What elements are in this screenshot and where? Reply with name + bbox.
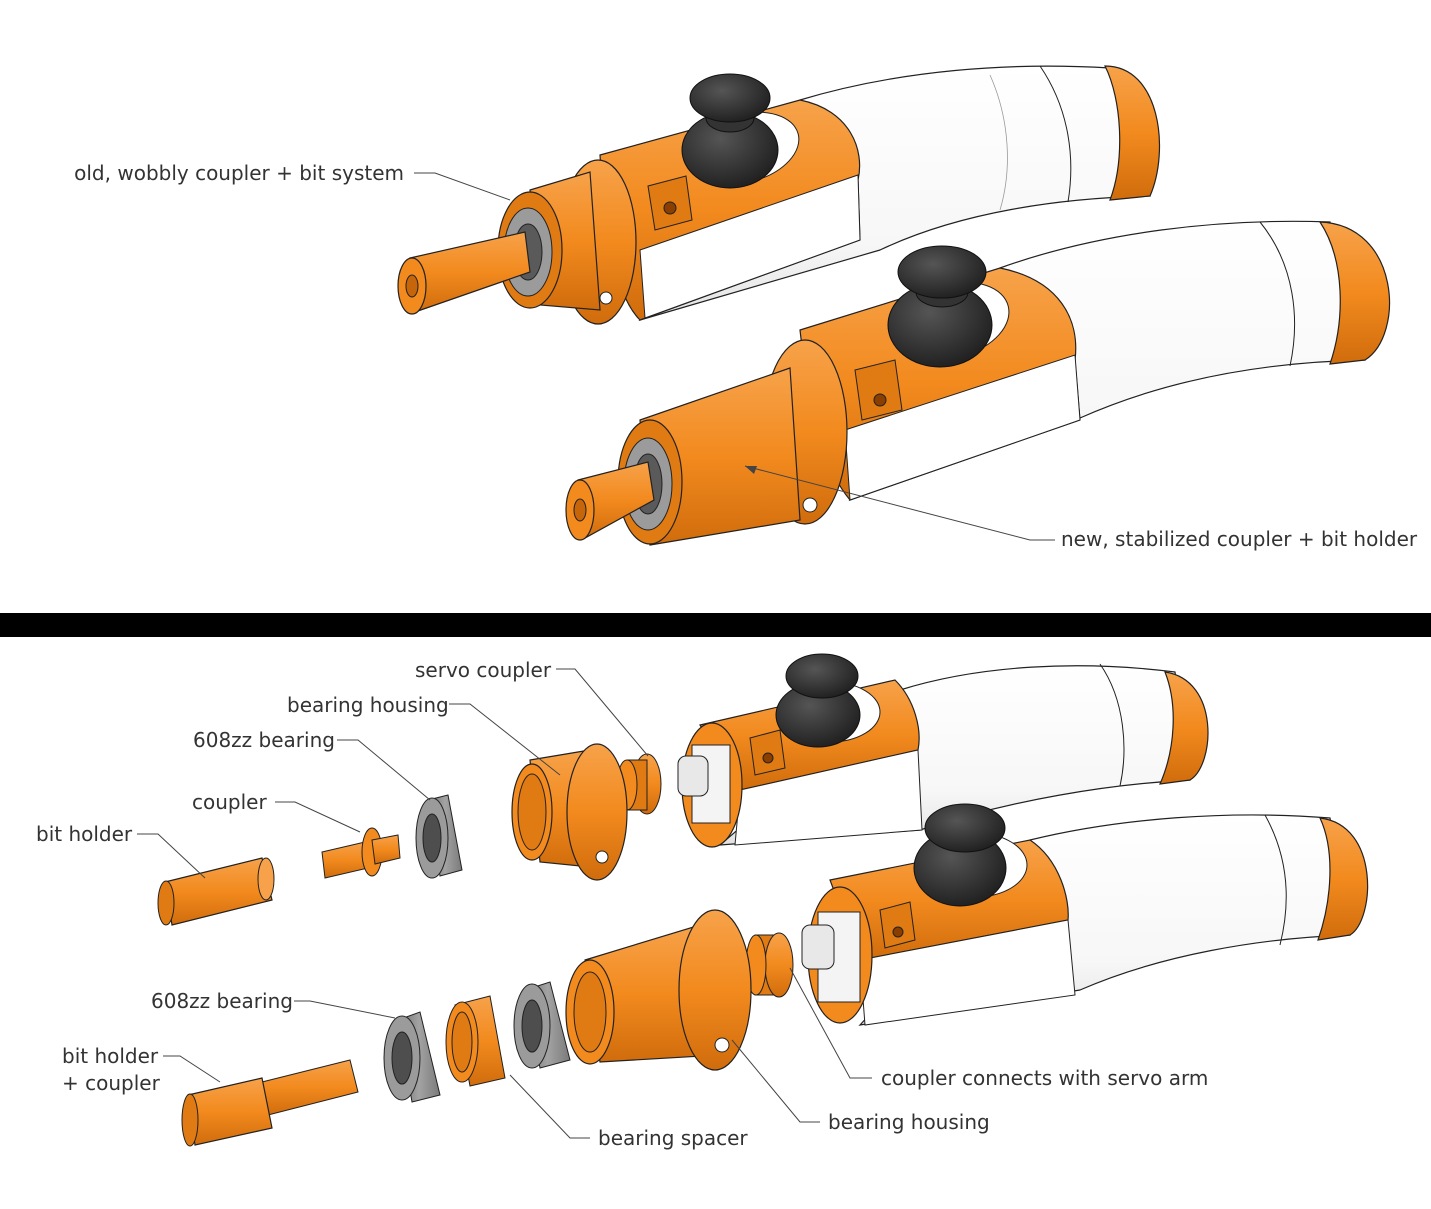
lower-row-parts <box>181 909 794 1147</box>
label-bearing-housing-upper: bearing housing <box>287 693 449 717</box>
upper-exploded-body <box>677 653 1209 848</box>
bearing-housing-upper-hole <box>595 850 609 864</box>
bit-holder-tube-end <box>157 880 175 926</box>
upper-body-band <box>1099 663 1125 787</box>
new-tool-end-cap <box>1318 221 1391 365</box>
label-servo-coupler: servo coupler <box>415 658 552 682</box>
bit-holder-coupler-shaft <box>261 1059 359 1116</box>
new-tool-flange-hole <box>802 497 818 513</box>
upper-body-knob-top <box>785 653 859 699</box>
old-tool-assembly <box>397 65 1161 325</box>
top-panel: old, wobbly coupler + bit system new, st… <box>74 65 1418 551</box>
bearing-608zz-upper-inner <box>422 813 442 863</box>
lower-exploded-body <box>801 803 1369 1026</box>
servo-coupler-lower-back <box>764 932 794 998</box>
old-tool-knob-top <box>689 73 771 123</box>
coupler-small-shaft <box>321 841 369 879</box>
lower-body-screw-boss <box>879 901 916 949</box>
old-tool-flange-hole <box>599 291 613 305</box>
new-tool-screw-hole <box>873 393 887 407</box>
new-tool-housing-lower-white <box>844 354 1081 501</box>
new-tool-knob-top <box>897 245 987 299</box>
bit-holder-tube <box>164 857 273 926</box>
upper-body-end-cap <box>1159 671 1209 785</box>
leader-coupler-connects <box>789 967 872 1079</box>
leader-bearing-spacer <box>509 1074 590 1139</box>
bit-holder-tube-far-end <box>257 857 275 901</box>
upper-body-housing-white <box>734 749 923 846</box>
new-tool-shaft-hex <box>573 498 587 522</box>
leader-new <box>744 465 1055 541</box>
old-tool-end-cap <box>1104 65 1161 201</box>
new-tool-assembly <box>565 220 1391 546</box>
leader-servo-coupler <box>556 668 649 757</box>
leader-bit-holder <box>137 833 206 879</box>
old-tool-housing-lower-white <box>639 174 861 319</box>
lower-body-band <box>1264 814 1287 946</box>
leader-bearing-housing-upper <box>449 703 561 776</box>
lower-body-screw-hole <box>892 926 904 938</box>
old-tool-screw-hole <box>663 201 677 215</box>
bit-holder-coupler-end <box>181 1093 199 1147</box>
upper-body-screw-hole <box>762 752 774 764</box>
bottom-panel: servo coupler bearing housing 608zz bear… <box>36 653 1369 1150</box>
panel-divider <box>0 613 1431 637</box>
bearing-spacer-bore <box>451 1011 473 1073</box>
bit-holder-coupler-body <box>187 1077 273 1146</box>
upper-row-parts <box>157 743 662 926</box>
upper-body-servo-horn <box>677 755 709 797</box>
bearing-housing-upper-bore <box>517 773 547 851</box>
leader-bit-holder-coupler <box>163 1055 221 1083</box>
label-new-system: new, stabilized coupler + bit holder <box>1061 527 1418 551</box>
bearing-housing-lower-flange <box>678 909 752 1071</box>
bearing-housing-lower-bore <box>573 971 607 1053</box>
label-old-system: old, wobbly coupler + bit system <box>74 161 404 185</box>
leader-new-arrow <box>745 466 757 474</box>
coupler-small-end <box>371 834 401 865</box>
lower-body-housing-white <box>859 919 1076 1026</box>
label-bit-holder: bit holder <box>36 822 133 846</box>
label-coupler-connects-servo-arm: coupler connects with servo arm <box>881 1066 1208 1090</box>
lower-body-servo-horn <box>801 924 835 970</box>
leader-old <box>414 172 511 201</box>
upper-body-screw-boss <box>749 729 786 776</box>
label-coupler: coupler <box>192 790 267 814</box>
new-tool-band-line <box>1259 221 1296 367</box>
label-608zz-bearing-upper: 608zz bearing <box>193 728 335 752</box>
bearing-right-inner <box>521 999 543 1053</box>
label-bit-holder-coupler-line2: + coupler <box>62 1071 161 1095</box>
leader-608zz-upper <box>337 739 431 801</box>
old-tool-band-line <box>1039 65 1072 203</box>
old-tool-band-line-2 <box>989 74 1008 211</box>
leader-coupler <box>275 801 361 833</box>
label-bit-holder-coupler-line1: bit holder <box>62 1044 159 1068</box>
bottom-leaders <box>137 668 872 1139</box>
leader-bearing-housing-lower <box>731 1039 820 1123</box>
bearing-left-inner <box>391 1031 413 1085</box>
new-tool-screw-boss <box>854 359 903 421</box>
lower-body-end-cap <box>1317 817 1369 941</box>
leader-608zz-lower <box>294 1000 396 1019</box>
old-tool-shaft-hex <box>405 274 419 298</box>
label-bearing-spacer: bearing spacer <box>598 1126 748 1150</box>
lower-body-knob-top <box>924 803 1006 853</box>
label-608zz-bearing-lower: 608zz bearing <box>151 989 293 1013</box>
bearing-housing-lower-hole <box>714 1037 730 1053</box>
old-tool-shaft <box>409 231 531 313</box>
bearing-housing-upper-flange <box>566 743 628 881</box>
label-bearing-housing-lower: bearing housing <box>828 1110 990 1134</box>
